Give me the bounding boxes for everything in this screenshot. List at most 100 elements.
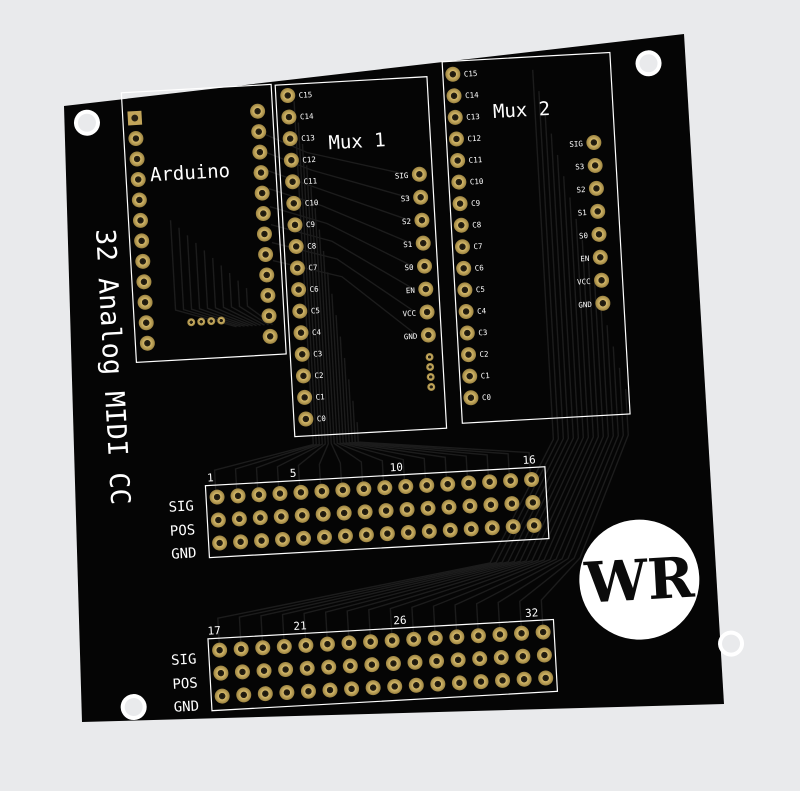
arduino-left-pin-6[interactable] xyxy=(133,212,149,229)
header-top-gnd-pin-7[interactable] xyxy=(337,528,354,544)
header-bottom-gnd-pin-20[interactable] xyxy=(279,684,295,701)
mux1-extra-pin-3[interactable] xyxy=(426,372,435,381)
header-top-sig-pin-12[interactable] xyxy=(440,476,456,492)
mux2-pin-c10[interactable] xyxy=(451,174,467,190)
arduino-right-pin-10[interactable] xyxy=(260,287,276,304)
header-bottom-sig-pin-20[interactable] xyxy=(276,639,292,655)
mux2-pin-gnd[interactable] xyxy=(595,295,611,311)
header-bottom-pos-pin-24[interactable] xyxy=(364,657,380,673)
header-bottom-gnd-pin-32[interactable] xyxy=(538,670,554,686)
arduino-left-pin-5[interactable] xyxy=(131,192,147,208)
header-top-pos-pin-15[interactable] xyxy=(504,496,520,512)
arduino-right-pin-11[interactable] xyxy=(261,308,277,324)
mux1-pin-c1[interactable] xyxy=(297,389,313,406)
header-bottom-gnd-pin-18[interactable] xyxy=(236,687,252,703)
header-bottom-sig-pin-19[interactable] xyxy=(255,640,271,656)
header-top-pos-pin-14[interactable] xyxy=(483,497,499,513)
header-top-gnd-pin-3[interactable] xyxy=(254,533,270,549)
header-top-sig-pin-5[interactable] xyxy=(293,484,309,500)
header-top-gnd-pin-15[interactable] xyxy=(505,519,521,535)
arduino-right-pin-5[interactable] xyxy=(254,185,270,201)
mux2-pin-c14[interactable] xyxy=(446,88,462,104)
mux1-pin-c6[interactable] xyxy=(291,282,307,298)
header-bottom-pos-pin-22[interactable] xyxy=(321,659,337,675)
mux1-pin-s0[interactable] xyxy=(417,258,433,274)
header-top-sig-pin-16[interactable] xyxy=(524,471,540,488)
mux1-pin-vcc[interactable] xyxy=(419,304,435,320)
mux1-pin-c8[interactable] xyxy=(288,238,304,255)
header-bottom-pins[interactable] xyxy=(212,624,554,704)
arduino-left-pin-12[interactable] xyxy=(139,335,155,351)
arduino-right-pin-7[interactable] xyxy=(256,226,273,242)
arduino-right-pin-12[interactable] xyxy=(262,328,278,344)
header-bottom-sig-pin-29[interactable] xyxy=(470,628,487,644)
header-bottom-pos-pin-25[interactable] xyxy=(385,655,402,672)
mux2-pin-c9[interactable] xyxy=(452,196,468,212)
arduino-right-pin-6[interactable] xyxy=(255,206,271,222)
header-bottom-sig-pin-18[interactable] xyxy=(233,641,249,657)
header-top-pos-pin-3[interactable] xyxy=(252,510,268,526)
header-top-sig-pin-14[interactable] xyxy=(482,474,498,490)
arduino-pins[interactable] xyxy=(127,103,278,351)
header-bottom-pos-pin-18[interactable] xyxy=(234,664,251,680)
header-top-gnd-pin-14[interactable] xyxy=(484,520,500,536)
mux1-pin-c9[interactable] xyxy=(287,217,303,233)
header-bottom-gnd-pin-25[interactable] xyxy=(387,678,403,695)
arduino-left-pin-4[interactable] xyxy=(130,171,146,188)
arduino-left-pin-2[interactable] xyxy=(128,131,144,147)
header-bottom-pos-pin-19[interactable] xyxy=(256,663,272,679)
header-top-gnd-pin-16[interactable] xyxy=(526,517,542,534)
header-top-gnd-pin-11[interactable] xyxy=(421,523,437,539)
header-bottom-pos-pin-23[interactable] xyxy=(342,658,358,674)
header-top-sig-pin-7[interactable] xyxy=(335,482,351,498)
mux2-pin-c15[interactable] xyxy=(445,66,461,82)
mux2-pin-c6[interactable] xyxy=(456,260,472,276)
header-bottom-pos-pin-17[interactable] xyxy=(213,665,229,681)
mux2-pin-s2[interactable] xyxy=(588,180,605,197)
mux2-pin-s0[interactable] xyxy=(591,226,607,242)
mux1-extra-pin-4[interactable] xyxy=(427,382,436,391)
header-top-gnd-pin-13[interactable] xyxy=(463,521,479,537)
arduino-icsp-pin-4[interactable] xyxy=(217,316,226,325)
mux1-pins[interactable]: C15C14C13C12C11C10C9C8C7C6C5C4C3C2C1C0SI… xyxy=(280,80,441,427)
header-top-sig-pin-11[interactable] xyxy=(419,477,435,493)
arduino-icsp-pin-3[interactable] xyxy=(207,317,216,326)
header-top-gnd-pin-9[interactable] xyxy=(379,526,395,542)
arduino-left-pin-8[interactable] xyxy=(135,253,151,269)
header-bottom-sig-pin-27[interactable] xyxy=(427,630,443,646)
header-top-sig-pin-9[interactable] xyxy=(377,480,393,496)
header-bottom-sig-pin-25[interactable] xyxy=(384,633,400,649)
mux2-pin-s1[interactable] xyxy=(590,203,606,219)
header-bottom-pos-pin-21[interactable] xyxy=(299,660,315,676)
header-top-pos-pin-6[interactable] xyxy=(315,506,331,522)
header-bottom-pos-pin-32[interactable] xyxy=(536,647,552,663)
header-top-gnd-pin-6[interactable] xyxy=(316,529,333,545)
header-top-sig-pin-6[interactable] xyxy=(314,483,330,499)
header-bottom-pos-pin-31[interactable] xyxy=(515,648,531,664)
mux1-pin-c2[interactable] xyxy=(295,368,312,384)
mux1-pin-c12[interactable] xyxy=(283,152,299,168)
header-bottom-gnd-pin-19[interactable] xyxy=(257,686,273,702)
header-bottom-pos-pin-28[interactable] xyxy=(450,652,466,668)
mux1-pin-c14[interactable] xyxy=(281,109,297,125)
mux1-pin-s2[interactable] xyxy=(414,212,430,228)
header-top-sig-pin-3[interactable] xyxy=(251,487,267,503)
arduino-left-pin-11[interactable] xyxy=(138,315,154,331)
header-top-pos-pin-9[interactable] xyxy=(378,503,394,519)
mux1-extra-pin-2[interactable] xyxy=(426,362,435,371)
arduino-left-pin-10[interactable] xyxy=(137,294,153,310)
header-top-pos-pin-11[interactable] xyxy=(420,500,436,516)
mux1-pin-en[interactable] xyxy=(418,281,434,297)
header-top-sig-pin-2[interactable] xyxy=(230,488,246,504)
header-bottom-pos-pin-20[interactable] xyxy=(278,662,294,678)
header-top-sig-pin-4[interactable] xyxy=(272,486,288,502)
arduino-icsp-pin-2[interactable] xyxy=(197,317,206,326)
header-top-sig-pin-10[interactable] xyxy=(398,479,414,495)
mux2-pin-sig[interactable] xyxy=(586,134,602,151)
mux2-pin-c0[interactable] xyxy=(463,390,479,406)
arduino-icsp-pin-1[interactable] xyxy=(187,318,196,327)
mux1-pin-c15[interactable] xyxy=(280,87,296,104)
mux2-pin-c11[interactable] xyxy=(450,153,466,169)
header-bottom-gnd-pin-26[interactable] xyxy=(408,677,424,693)
header-bottom-sig-pin-24[interactable] xyxy=(363,634,379,650)
